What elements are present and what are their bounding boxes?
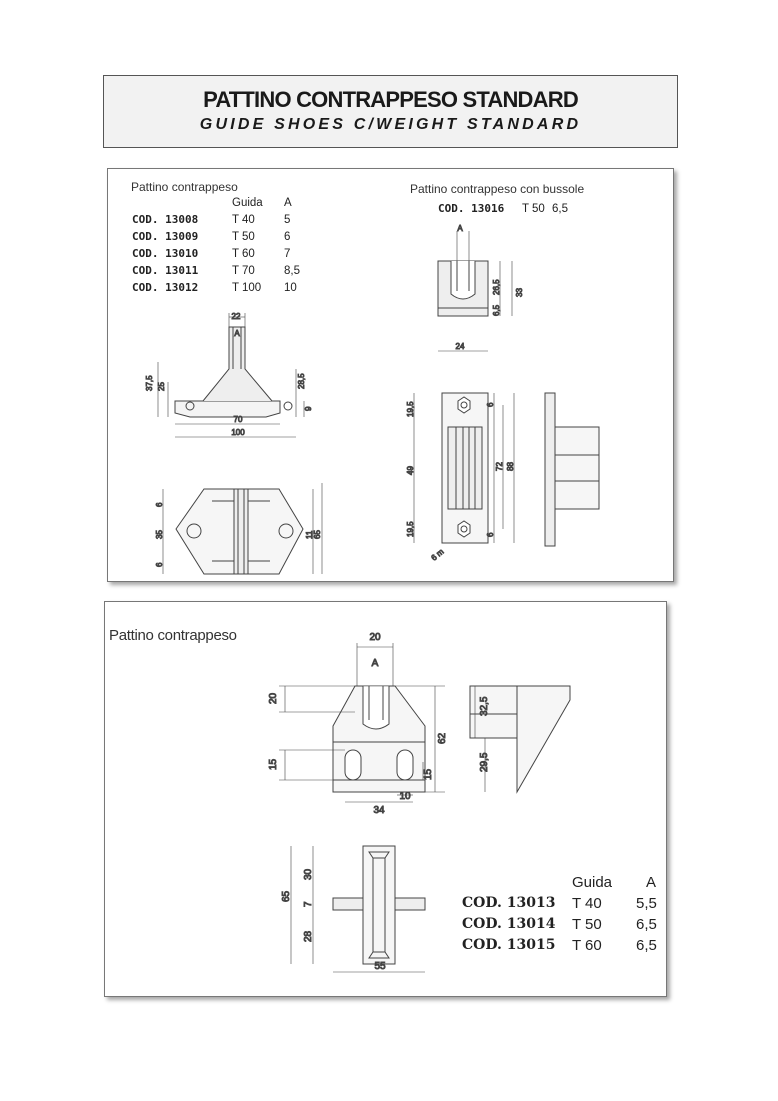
panel2-title: Pattino contrappeso <box>109 627 237 644</box>
dim2-55: 55 <box>374 961 386 972</box>
dim-65: 65 <box>313 530 322 539</box>
technical-drawings-2: 20 A 20 62 15 15 10 34 32,5 29,5 30 <box>268 632 571 973</box>
table-header-row: Guida A <box>462 872 657 893</box>
column-a: A <box>646 874 657 891</box>
dim-6m: 6 m <box>430 547 446 563</box>
dim2-15-left: 15 <box>268 758 279 770</box>
dim-11: 11 <box>305 530 314 539</box>
dim-19-5-bottom: 19,5 <box>406 521 415 537</box>
dim2-34: 34 <box>373 805 385 816</box>
dim-6-bottom: 6 <box>155 562 164 567</box>
table-header-row: Guida A <box>132 195 300 212</box>
shoe-plan-view-2 <box>290 845 426 973</box>
dim-a: A <box>234 329 240 338</box>
dim-33: 33 <box>515 288 524 297</box>
dim-6-5: 6,5 <box>492 304 501 316</box>
bushing-shoe-front-view <box>437 231 513 352</box>
dim-24: 24 <box>456 342 465 351</box>
dim-88: 88 <box>506 462 515 471</box>
technical-drawings: 22 A 37,5 25 28,5 9 70 100 35 6 6 11 65 <box>145 224 600 575</box>
dim2-20-top: 20 <box>369 632 381 643</box>
page-title: PATTINO CONTRAPPESO STANDARD <box>203 87 579 112</box>
bushing-shoe-side-view <box>413 392 600 547</box>
page-header: PATTINO CONTRAPPESO STANDARD GUIDE SHOES… <box>103 75 678 148</box>
dim-100: 100 <box>231 428 245 437</box>
shoe-front-view-2 <box>279 643 445 803</box>
column-guida: Guida <box>232 197 263 209</box>
shoe-side-view-2 <box>469 685 571 794</box>
dim-22: 22 <box>232 312 241 321</box>
column-guida: Guida <box>572 874 613 891</box>
dim-6-top: 6 <box>155 502 164 507</box>
shoe-front-view <box>157 313 305 438</box>
page-subtitle: GUIDE SHOES C/WEIGHT STANDARD <box>199 116 582 133</box>
dim-25: 25 <box>157 382 166 391</box>
dim2-32-5: 32,5 <box>479 696 490 716</box>
dim2-62: 62 <box>437 732 448 744</box>
dim2-10: 10 <box>399 791 411 802</box>
dim2-a: A <box>372 658 379 669</box>
dim-49: 49 <box>406 466 415 475</box>
dim-9: 9 <box>304 406 313 411</box>
left-title: Pattino contrappeso <box>131 180 238 194</box>
dim2-7: 7 <box>303 901 314 907</box>
dim-70: 70 <box>234 415 243 424</box>
dim-35: 35 <box>155 530 164 539</box>
dim-37-5: 37,5 <box>145 375 154 391</box>
right-title: Pattino contrappeso con bussole <box>410 182 585 196</box>
dim-72: 72 <box>495 462 504 471</box>
shoe-plan-view <box>162 483 323 575</box>
dim-6-right-top: 6 <box>486 402 495 407</box>
dim-28-5: 28,5 <box>297 373 306 389</box>
dim-19-5-top: 19,5 <box>406 401 415 417</box>
dim-26-5: 26,5 <box>492 279 501 295</box>
dim-6-right-bottom: 6 <box>486 532 495 537</box>
dim2-15-right: 15 <box>423 768 434 780</box>
dim2-28: 28 <box>303 930 314 942</box>
dim-a-right: A <box>457 224 463 233</box>
dim2-30: 30 <box>303 868 314 880</box>
column-a: A <box>284 197 292 209</box>
dim2-65: 65 <box>281 890 292 902</box>
dim2-29-5: 29,5 <box>479 752 490 772</box>
dim2-20-left: 20 <box>268 692 279 704</box>
